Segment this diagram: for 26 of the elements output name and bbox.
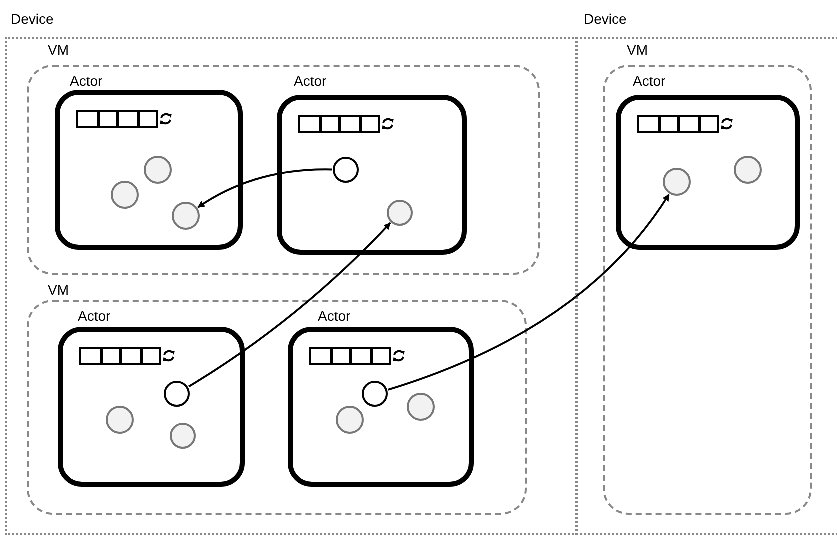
state-circle (106, 406, 134, 434)
vm-label: VM (627, 42, 648, 58)
state-circle (734, 156, 762, 184)
arrow (188, 222, 392, 388)
vm-label: VM (48, 42, 69, 58)
state-circle (172, 202, 200, 230)
actor-label: Actor (294, 73, 327, 89)
state-circle (336, 406, 364, 434)
state-circle (663, 168, 691, 196)
sender-circle (333, 157, 359, 183)
vm-label: VM (48, 282, 69, 298)
actor-label: Actor (633, 73, 666, 89)
state-circle (111, 181, 139, 209)
arrow (198, 168, 332, 208)
state-circle (144, 156, 172, 184)
state-circle (407, 393, 435, 421)
arrow (388, 194, 670, 391)
actor-label: Actor (318, 308, 351, 324)
device-label: Device (11, 11, 54, 27)
sender-circle (164, 381, 190, 407)
actor-label: Actor (70, 73, 103, 89)
state-circle (387, 200, 413, 226)
device-label: Device (584, 11, 627, 27)
sender-circle (362, 381, 388, 407)
actor-label: Actor (78, 308, 111, 324)
state-circle (170, 423, 196, 449)
